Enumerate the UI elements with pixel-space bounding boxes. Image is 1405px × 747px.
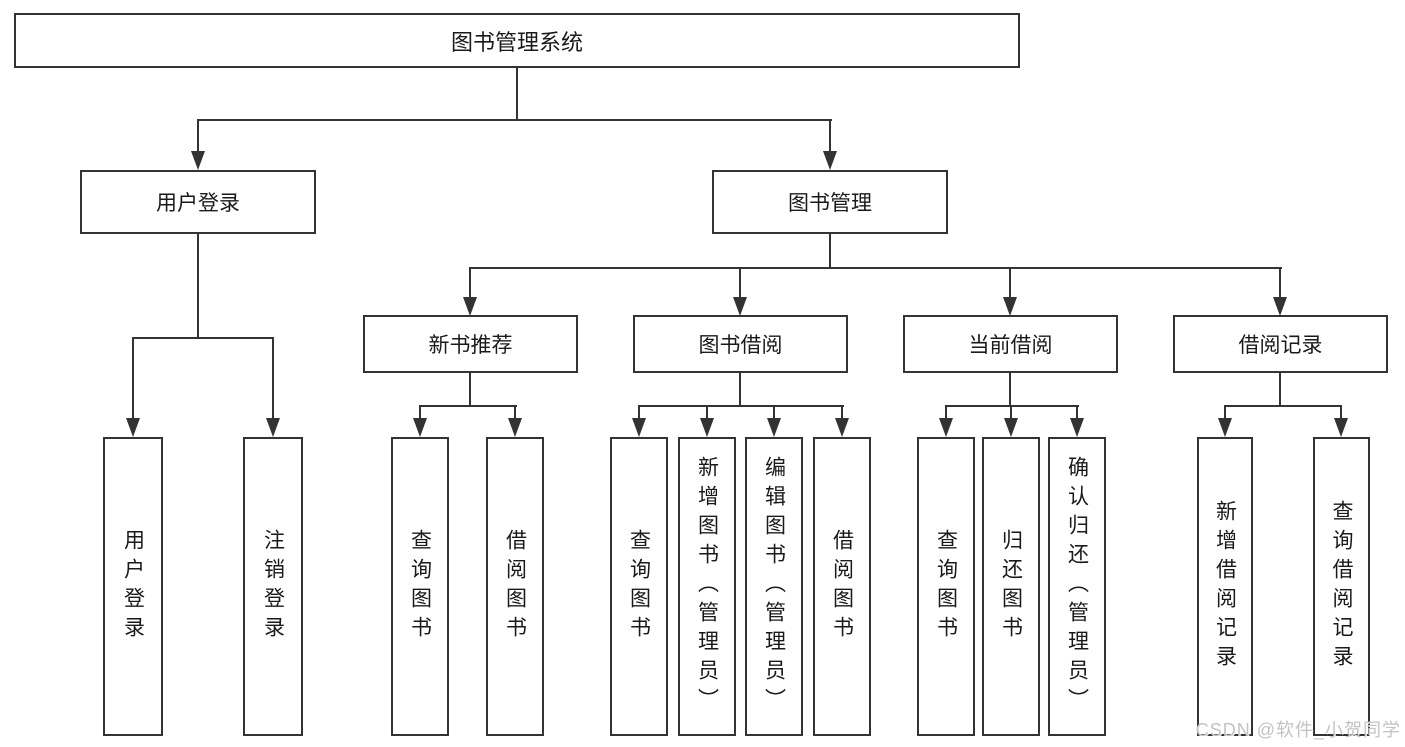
csdn-watermark: CSDN @软件_小贺同学 [1195, 720, 1401, 740]
connector-to-book-management [829, 119, 831, 151]
leaf-label: 归还图书 [999, 528, 1023, 645]
leaf-add-book-admin: 新增图书（管理员） [678, 437, 736, 736]
arrowhead-down-icon [632, 418, 646, 437]
arrowhead-down-icon [463, 297, 477, 316]
leaf-label: 查询图书 [934, 528, 958, 645]
leaf-edit-book-admin: 编辑图书（管理员） [745, 437, 803, 736]
connector-to-leaf [514, 405, 516, 418]
connector-to-user-login [197, 119, 199, 151]
connector-book-management-rail [469, 267, 1282, 269]
connector-to-leaf [841, 405, 843, 418]
leaf-label: 注销登录 [261, 528, 285, 645]
node-book-management: 图书管理 [712, 170, 948, 234]
leaf-confirm-return-admin: 确认归还（管理员） [1048, 437, 1106, 736]
leaf-label: 借阅图书 [830, 528, 854, 645]
connector-user-login-rail [132, 337, 274, 339]
arrowhead-down-icon [1070, 418, 1084, 437]
connector-to-leaf [132, 337, 134, 418]
connector-root-stem [516, 68, 518, 120]
connector-stem [1279, 373, 1281, 406]
arrowhead-down-icon [191, 151, 205, 170]
connector-to-node [739, 267, 741, 297]
connector-book-management-stem [829, 234, 831, 268]
connector-stem [1009, 373, 1011, 406]
connector-to-leaf [1076, 405, 1078, 418]
node-label: 借阅记录 [1238, 334, 1323, 357]
node-label: 图书管理 [788, 192, 872, 215]
connector-to-leaf [272, 337, 274, 418]
leaf-label: 编辑图书（管理员） [762, 456, 786, 717]
arrowhead-down-icon [767, 418, 781, 437]
arrowhead-down-icon [823, 151, 837, 170]
node-label: 当前借阅 [968, 334, 1053, 357]
connector-to-node [1009, 267, 1011, 297]
leaf-logout: 注销登录 [243, 437, 303, 736]
arrowhead-down-icon [1004, 418, 1018, 437]
connector-root-rail [197, 119, 832, 121]
connector-to-node [469, 267, 471, 297]
connector-to-leaf [1010, 405, 1012, 418]
connector-to-node [1279, 267, 1281, 297]
node-new-book-recommend: 新书推荐 [363, 315, 578, 373]
arrowhead-down-icon [1003, 297, 1017, 316]
node-book-borrow: 图书借阅 [633, 315, 848, 373]
connector-to-leaf [945, 405, 947, 418]
node-label: 新书推荐 [428, 334, 513, 357]
arrowhead-down-icon [1218, 418, 1232, 437]
arrowhead-down-icon [266, 418, 280, 437]
arrowhead-down-icon [939, 418, 953, 437]
connector-to-leaf [773, 405, 775, 418]
connector-to-leaf [419, 405, 421, 418]
leaf-label: 查询借阅记录 [1330, 499, 1353, 674]
connector-rail [945, 405, 1079, 407]
connector-rail [638, 405, 844, 407]
connector-rail [1224, 405, 1342, 407]
leaf-query-book-current: 查询图书 [917, 437, 975, 736]
connector-to-leaf [638, 405, 640, 418]
node-user-login: 用户登录 [80, 170, 316, 234]
leaf-label: 查询图书 [408, 528, 432, 645]
connector-user-login-stem [197, 234, 199, 338]
arrowhead-down-icon [413, 418, 427, 437]
node-borrow-record: 借阅记录 [1173, 315, 1388, 373]
arrowhead-down-icon [508, 418, 522, 437]
leaf-label: 确认归还（管理员） [1065, 456, 1089, 717]
leaf-borrow-book-recommend: 借阅图书 [486, 437, 544, 736]
connector-rail [419, 405, 517, 407]
leaf-user-login: 用户登录 [103, 437, 163, 736]
node-label: 图书借阅 [698, 334, 783, 357]
arrowhead-down-icon [1334, 418, 1348, 437]
connector-to-leaf [1340, 405, 1342, 418]
connector-stem [469, 373, 471, 406]
leaf-query-borrow-record: 查询借阅记录 [1313, 437, 1370, 736]
leaf-return-book: 归还图书 [982, 437, 1040, 736]
node-label: 图书管理系统 [450, 29, 583, 55]
connector-to-leaf [1224, 405, 1226, 418]
leaf-label: 借阅图书 [503, 528, 527, 645]
node-current-borrow: 当前借阅 [903, 315, 1118, 373]
leaf-label: 用户登录 [121, 528, 145, 645]
leaf-label: 新增图书（管理员） [695, 456, 719, 717]
connector-to-leaf [706, 405, 708, 418]
arrowhead-down-icon [835, 418, 849, 437]
node-library-system: 图书管理系统 [14, 13, 1020, 68]
leaf-label: 查询图书 [627, 528, 651, 645]
leaf-query-book-recommend: 查询图书 [391, 437, 449, 736]
leaf-label: 新增借阅记录 [1213, 499, 1237, 674]
leaf-borrow-book: 借阅图书 [813, 437, 871, 736]
arrowhead-down-icon [700, 418, 714, 437]
arrowhead-down-icon [1273, 297, 1287, 316]
arrowhead-down-icon [733, 297, 747, 316]
node-label: 用户登录 [156, 192, 240, 215]
leaf-query-book-borrow: 查询图书 [610, 437, 668, 736]
connector-stem [739, 373, 741, 406]
arrowhead-down-icon [126, 418, 140, 437]
leaf-add-borrow-record: 新增借阅记录 [1197, 437, 1253, 736]
